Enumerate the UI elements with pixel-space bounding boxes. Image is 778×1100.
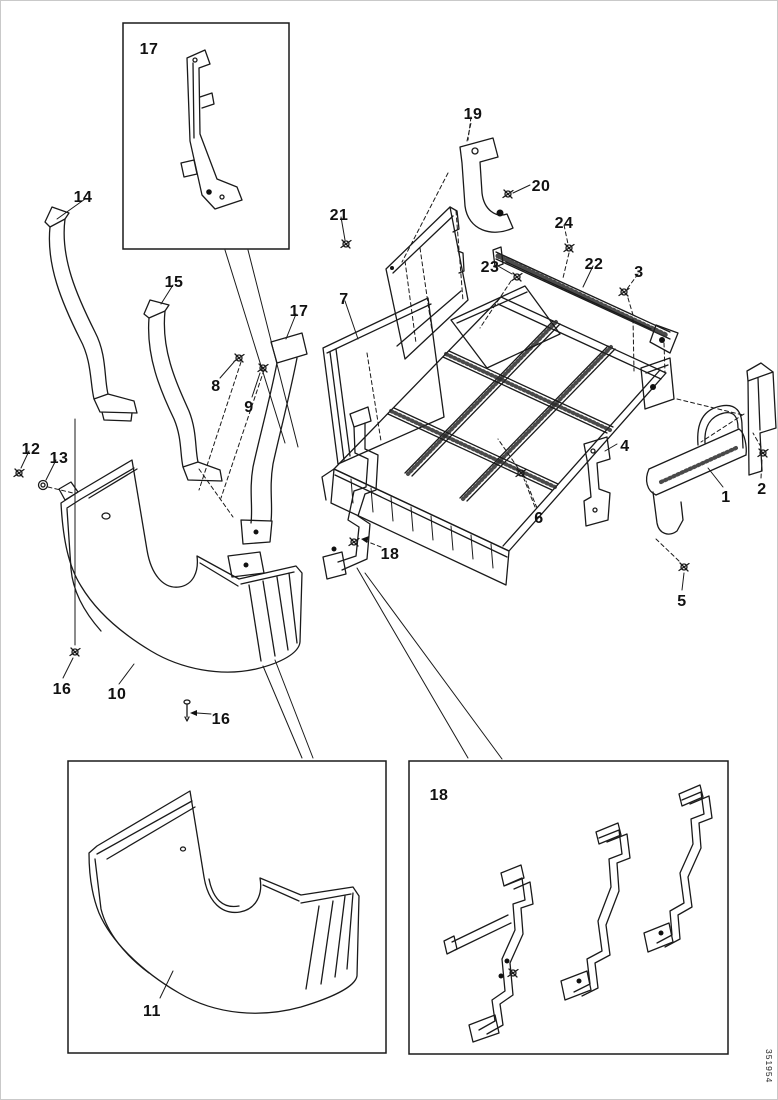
detail-bracket-18a	[443, 864, 534, 1043]
callout-18-21: 18	[381, 546, 400, 563]
screw-21	[340, 239, 352, 249]
callout-4-16: 4	[620, 438, 629, 455]
callout-22-12: 22	[585, 256, 604, 273]
callout-13-15: 13	[50, 450, 69, 467]
support-strap-15	[143, 299, 234, 518]
screw-2	[757, 448, 769, 458]
callout-16-24: 16	[212, 711, 231, 728]
callout-6-17: 6	[534, 510, 543, 527]
clip-13	[37, 479, 49, 491]
callout-15-2: 15	[165, 274, 184, 291]
support-strap-17-main	[198, 332, 308, 578]
bracket-18-main	[322, 406, 503, 760]
support-strap-14	[44, 206, 138, 422]
inset-box-18	[408, 760, 729, 1055]
callout-24-10: 24	[555, 215, 574, 232]
callout-1-18: 1	[721, 489, 730, 506]
screw-6	[515, 468, 527, 478]
floor-panel-7	[322, 297, 445, 465]
detail-bracket-18c	[643, 784, 713, 953]
screw-20	[502, 189, 514, 199]
callout-12-14: 12	[22, 441, 41, 458]
callout-17-3: 17	[290, 303, 309, 320]
callout-11-25: 11	[143, 1003, 161, 1020]
screw-3	[618, 287, 630, 297]
inset-17-pointer-lines	[224, 249, 299, 448]
hook-bracket-19	[401, 122, 514, 263]
right-post-bracket	[676, 362, 777, 476]
callout-19-8: 19	[464, 106, 483, 123]
callout-2-19: 2	[757, 481, 766, 498]
side-support-1	[645, 404, 747, 572]
callout-5-20: 5	[677, 593, 686, 610]
screw-8	[233, 353, 245, 363]
callout-21-6: 21	[330, 207, 349, 224]
screw-5	[678, 562, 690, 572]
callout-23-11: 23	[481, 259, 500, 276]
callout-17-0: 17	[140, 41, 159, 58]
detail-part-17	[180, 49, 243, 210]
detail-part-11	[88, 790, 360, 1014]
screw-12	[13, 468, 25, 478]
callout-3-13: 3	[634, 264, 643, 281]
drawing-id: 351954	[764, 1048, 774, 1083]
callout-18-26: 18	[430, 787, 449, 804]
callout-10-23: 10	[108, 686, 127, 703]
bracket-4	[497, 436, 611, 527]
callout-8-4: 8	[211, 378, 220, 395]
screw-23	[511, 272, 523, 282]
screw-24	[563, 243, 575, 253]
rear-panel-21	[340, 206, 469, 360]
platform-deck	[321, 285, 675, 586]
callout-14-1: 14	[74, 189, 93, 206]
callout-16-22: 16	[53, 681, 72, 698]
rail-22	[479, 243, 679, 374]
callout-9-5: 9	[244, 399, 253, 416]
inset-box-11	[67, 760, 387, 1054]
screw-16-bottom	[183, 699, 191, 722]
fender-panel-10	[13, 418, 314, 759]
callout-7-7: 7	[339, 291, 348, 308]
screw-18-foot	[348, 537, 360, 547]
callout-leader-lines	[20, 116, 763, 999]
callout-20-9: 20	[532, 178, 551, 195]
screw-9	[257, 363, 269, 373]
detail-bracket-18b	[560, 822, 631, 1001]
front-apron	[330, 468, 510, 586]
screw-16-left	[69, 647, 81, 657]
